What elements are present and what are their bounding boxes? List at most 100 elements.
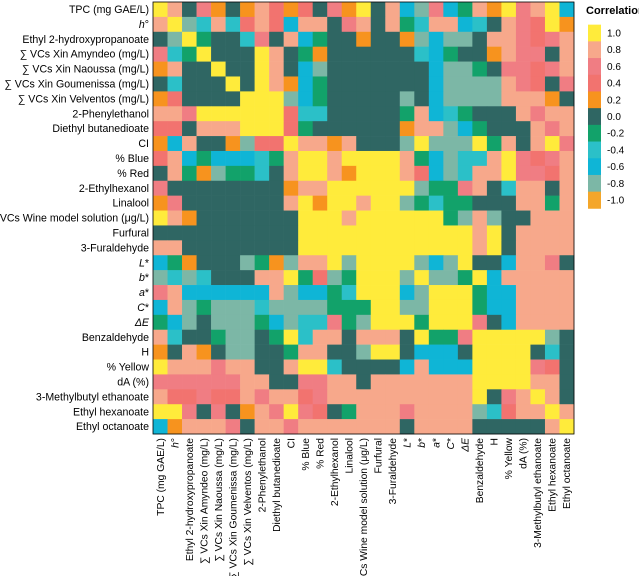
heatmap-cell: [515, 46, 531, 62]
heatmap-cell: [399, 225, 415, 241]
heatmap-cell: [385, 16, 401, 33]
heatmap-cell: [544, 31, 560, 47]
heatmap-cell: [240, 121, 255, 137]
heatmap-cell: [153, 165, 168, 182]
legend-tick-label: -0.8: [607, 179, 625, 190]
row-label: % Blue: [115, 153, 149, 165]
heatmap-cell: [153, 91, 168, 107]
heatmap-cell: [472, 195, 488, 211]
heatmap-cell: [167, 359, 183, 375]
column-label: ∑ VCs Xin Velventos (mg/L): [243, 438, 254, 566]
heatmap-cell: [472, 121, 488, 137]
heatmap-cell: [515, 359, 531, 375]
heatmap-cell: [544, 225, 560, 241]
column-label: dA (%): [519, 438, 530, 469]
heatmap-cell: [370, 314, 386, 331]
heatmap-cell: [472, 2, 488, 18]
heatmap-cell: [414, 344, 430, 360]
heatmap-cell: [414, 180, 430, 196]
column-label: % Blue: [301, 438, 312, 471]
heatmap-cell: [269, 344, 284, 360]
heatmap-cell: [414, 2, 430, 18]
heatmap-cell: [399, 121, 415, 137]
heatmap-cell: [269, 16, 284, 33]
heatmap-cell: [457, 270, 473, 286]
heatmap-cell: [240, 106, 255, 122]
heatmap-cell: [399, 419, 415, 435]
heatmap-cell: [428, 299, 444, 316]
row-label: C*: [137, 302, 149, 314]
heatmap-cell: [559, 180, 575, 196]
heatmap-cell: [385, 46, 401, 62]
heatmap-cell: [153, 404, 168, 420]
heatmap-cell: [399, 150, 415, 167]
heatmap-cell: [225, 31, 241, 47]
heatmap-cell: [182, 359, 197, 375]
heatmap-cell: [472, 359, 488, 375]
heatmap-cell: [341, 270, 357, 286]
row-label: Ethyl 2-hydroxypropanoate: [22, 34, 149, 46]
heatmap-cell: [327, 285, 343, 301]
heatmap-cell: [298, 136, 313, 152]
heatmap-cell: [414, 61, 430, 77]
heatmap-cell: [544, 299, 560, 316]
heatmap-cell: [341, 389, 357, 405]
heatmap-cell: [327, 91, 343, 107]
heatmap-cell: [515, 210, 531, 226]
heatmap-cell: [370, 374, 386, 390]
heatmap-cell: [298, 419, 313, 435]
heatmap-cell: [356, 106, 372, 122]
heatmap-cell: [240, 299, 255, 316]
heatmap-cell: [254, 195, 270, 211]
heatmap-cell: [211, 225, 226, 241]
heatmap-cell: [240, 314, 255, 331]
heatmap-cell: [515, 374, 531, 390]
heatmap-cell: [370, 46, 386, 62]
heatmap-cell: [501, 150, 517, 167]
heatmap-cell: [327, 359, 343, 375]
heatmap-cell: [225, 329, 241, 345]
heatmap-cell: [559, 314, 575, 331]
heatmap-cell: [196, 91, 212, 107]
heatmap-cell: [341, 46, 357, 62]
heatmap-cell: [501, 329, 517, 345]
heatmap-cell: [356, 270, 372, 286]
heatmap-cell: [559, 329, 575, 345]
heatmap-cell: [356, 240, 372, 256]
heatmap-cell: [530, 106, 546, 122]
heatmap-cell: [211, 299, 226, 316]
heatmap-cell: [312, 374, 328, 390]
heatmap-cell: [414, 270, 430, 286]
heatmap-cell: [182, 121, 197, 137]
heatmap-cell: [269, 329, 284, 345]
heatmap-cell: [283, 285, 299, 301]
heatmap-cell: [341, 195, 357, 211]
heatmap-cell: [254, 150, 270, 167]
heatmap-cell: [298, 270, 313, 286]
heatmap-cell: [341, 61, 357, 77]
row-label: Benzaldehyde: [82, 332, 149, 344]
heatmap-cell: [472, 91, 488, 107]
heatmap-cell: [225, 389, 241, 405]
row-label: Diethyl butanedioate: [52, 123, 149, 135]
heatmap-cell: [211, 374, 226, 390]
row-label: 2-Phenylethanol: [72, 108, 149, 120]
heatmap-cell: [356, 404, 372, 420]
heatmap-cell: [370, 150, 386, 167]
heatmap-cell: [182, 270, 197, 286]
heatmap-cell: [341, 106, 357, 122]
heatmap-cell: [544, 404, 560, 420]
column-label: Ethyl octanoate: [562, 438, 573, 509]
heatmap-cell: [312, 404, 328, 420]
heatmap-cell: [370, 210, 386, 226]
heatmap-cell: [298, 374, 313, 390]
heatmap-cell: [428, 2, 444, 18]
heatmap-cell: [443, 195, 459, 211]
column-label: TPC (mg GAE/L): [156, 438, 167, 516]
heatmap-cell: [399, 195, 415, 211]
heatmap-cell: [312, 270, 328, 286]
heatmap-cell: [486, 31, 502, 47]
column-label: ∑ VCs Xin Amyndeo (mg/L): [199, 438, 210, 564]
row-label: 3-Furaldehyde: [81, 242, 149, 254]
legend-tick-label: -1.0: [607, 196, 625, 207]
